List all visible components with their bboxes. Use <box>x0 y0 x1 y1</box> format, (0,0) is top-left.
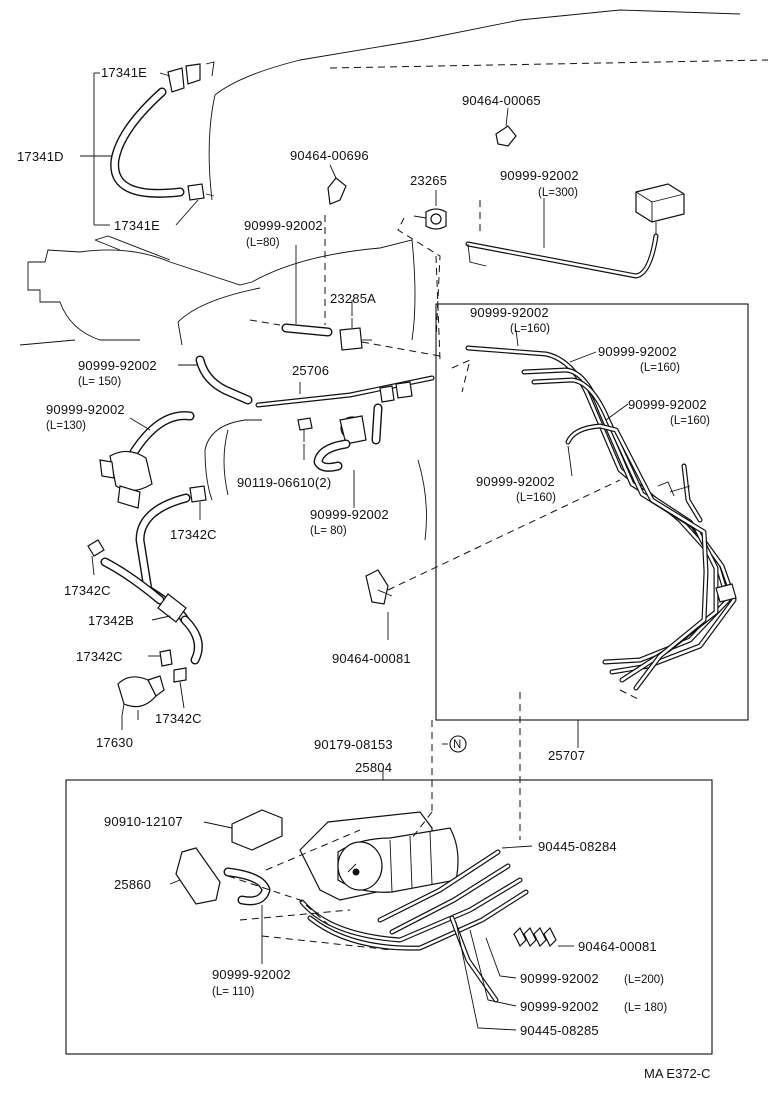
inset-box-25707 <box>435 303 749 748</box>
clip-17341E-top <box>167 61 215 93</box>
label-90999-92002-L80-lower: 90999-92002 <box>310 507 389 522</box>
label-90999-92002-L160-d: 90999-92002 <box>476 474 555 489</box>
label-90179-mark: N <box>453 739 461 751</box>
label-90119-06610: 90119-06610(2) <box>237 475 331 490</box>
label-90999-92002-L160-b: 90999-92002 <box>598 344 677 359</box>
label-90464-00065: 90464-00065 <box>462 93 541 108</box>
label-90464-00696: 90464-00696 <box>290 148 369 163</box>
hose-90999-92002-L80-upper <box>281 215 333 337</box>
clamps-17342C <box>87 485 207 709</box>
label-L160-b: (L=160) <box>640 362 680 374</box>
label-L110: (L= 110) <box>212 986 254 998</box>
label-90999-92002-L150: 90999-92002 <box>78 358 157 373</box>
label-L130: (L=130) <box>46 420 86 432</box>
pipes-25707 <box>465 345 737 691</box>
label-90445-08284: 90445-08284 <box>538 839 617 854</box>
label-90999-92002-L110: 90999-92002 <box>212 967 291 982</box>
clamp-90464-00081-lower <box>513 926 574 948</box>
label-17342C-c: 17342C <box>76 649 123 664</box>
label-90999-92002-L160-c: 90999-92002 <box>628 397 707 412</box>
hose-90999-92002-L110 <box>223 867 271 964</box>
bolt-90119-06610 <box>297 417 313 460</box>
hose-90999-92002-L150 <box>178 355 253 405</box>
label-25860: 25860 <box>114 877 151 892</box>
label-17341E-bottom: 17341E <box>114 218 160 233</box>
label-17630: 17630 <box>96 735 133 750</box>
leader-17341-bracket <box>80 72 199 226</box>
label-17341D: 17341D <box>17 149 64 164</box>
label-90999-92002-L130: 90999-92002 <box>46 402 125 417</box>
label-90999-92002-L80-upper: 90999-92002 <box>244 218 323 233</box>
bracket-90910-12107 <box>203 809 283 851</box>
sleeve-17342B <box>151 593 187 623</box>
label-90910-12107: 90910-12107 <box>104 814 183 829</box>
label-23265: 23265 <box>410 173 447 188</box>
pipe-25706 <box>255 375 435 408</box>
label-L160-a: (L=160) <box>510 323 550 335</box>
label-L160-c: (L=160) <box>670 415 710 427</box>
charcoal-canister-25804 <box>299 811 459 901</box>
label-L80-upper: (L=80) <box>246 237 280 249</box>
label-25804: 25804 <box>355 760 392 775</box>
bracket-25860 <box>169 847 221 905</box>
vsv-valve-center <box>313 403 383 508</box>
label-90179-08153: 90179-08153 <box>314 737 393 752</box>
figure-code: MA E372-C <box>644 1066 710 1081</box>
vacuum-canister-box <box>635 183 685 234</box>
pipe-90999-92002-L300 <box>465 198 659 279</box>
label-L160-d: (L=160) <box>516 492 556 504</box>
label-90999-92002-L200: 90999-92002 <box>520 971 599 986</box>
label-L150: (L= 150) <box>78 376 121 388</box>
label-L180: (L= 180) <box>624 1002 667 1014</box>
label-90464-00081-lower: 90464-00081 <box>578 939 657 954</box>
label-L200: (L=200) <box>624 974 664 986</box>
label-L300: (L=300) <box>538 187 578 199</box>
valve-assembly-left <box>99 450 153 509</box>
label-23285A: 23285A <box>330 291 376 306</box>
leaders-inset-25707 <box>451 329 629 477</box>
label-17341E-top: 17341E <box>101 65 147 80</box>
dashed-connectors-upper <box>249 217 641 840</box>
bracket-90464-00081-upper <box>365 479 621 640</box>
label-90999-92002-L300: 90999-92002 <box>500 168 579 183</box>
clamp-90464-00065 <box>495 107 517 147</box>
label-25706: 25706 <box>292 363 329 378</box>
pipes-lower-assembly <box>299 849 529 1003</box>
clamp-90464-00696 <box>327 164 347 205</box>
valve-17630 <box>117 675 165 730</box>
label-90445-08285: 90445-08285 <box>520 1023 599 1038</box>
hose-90999-92002-L130 <box>129 411 195 457</box>
sensor-23265 <box>413 190 447 230</box>
screw-90179-08153 <box>442 735 467 753</box>
part-number-labels: 17341E 17341D 17341E 90464-00065 90464-0… <box>17 65 710 1081</box>
label-90464-00081-upper: 90464-00081 <box>332 651 411 666</box>
vsv-23285A <box>339 300 372 351</box>
lower-box-25804 <box>65 768 713 1055</box>
label-17342C-a: 17342C <box>170 527 217 542</box>
label-90999-92002-L160-a: 90999-92002 <box>470 305 549 320</box>
hose-17342-main <box>100 493 203 665</box>
label-17342B: 17342B <box>88 613 134 628</box>
label-L80-lower: (L= 80) <box>310 525 347 537</box>
engine-outline-context <box>19 9 768 541</box>
hose-17341D <box>110 87 185 198</box>
label-25707: 25707 <box>548 748 585 763</box>
label-17342C-d: 17342C <box>155 711 202 726</box>
leaders-lower-box <box>227 811 533 1031</box>
label-17342C-b: 17342C <box>64 583 111 598</box>
label-90999-92002-L180: 90999-92002 <box>520 999 599 1014</box>
clip-17341E-bottom <box>187 183 215 201</box>
